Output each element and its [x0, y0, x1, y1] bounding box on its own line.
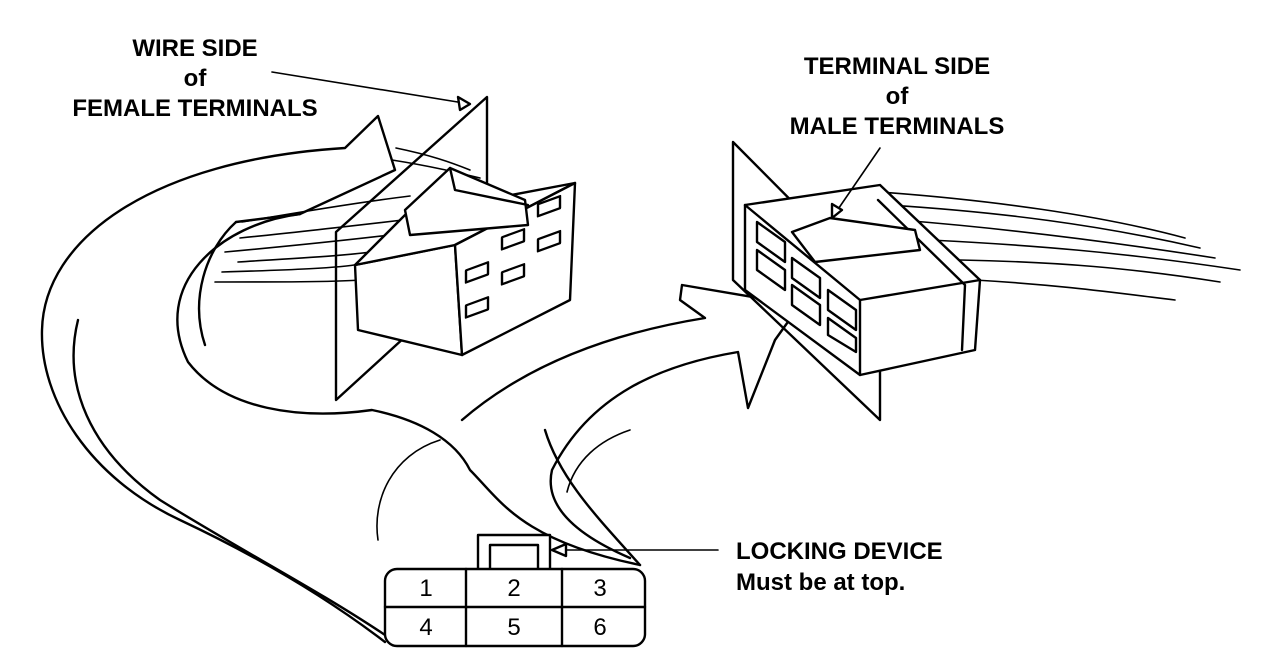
wire-side-line1: WIRE SIDE	[132, 35, 257, 62]
pin-2: 2	[507, 575, 520, 602]
terminal-side-line3: MALE TERMINALS	[790, 113, 1005, 140]
terminal-side-line1: TERMINAL SIDE	[804, 53, 990, 80]
arrow-to-female-connector	[40, 114, 642, 644]
wire-side-line3: FEMALE TERMINALS	[72, 95, 317, 122]
locking-device-line1: LOCKING DEVICE	[736, 538, 943, 565]
pin-3: 3	[593, 575, 606, 602]
locking-device-label: LOCKING DEVICE Must be at top.	[736, 538, 943, 596]
male-locking-tab	[790, 216, 922, 264]
pin-5: 5	[507, 614, 520, 641]
wire-side-leader	[271, 71, 471, 105]
pinout-face-view: 1 2 3 4 5 6	[383, 533, 647, 648]
pin-6: 6	[593, 614, 606, 641]
leader-lines	[271, 71, 881, 558]
male-connector	[731, 140, 1241, 422]
locking-device-line2: Must be at top.	[736, 569, 905, 596]
female-connector	[214, 95, 577, 402]
female-locking-tab	[403, 166, 530, 237]
terminal-side-line2: of	[886, 83, 910, 110]
male-terminal-cavities	[755, 220, 858, 354]
pinout-lock-inner	[488, 543, 540, 569]
pin-1: 1	[419, 575, 432, 602]
pin-4: 4	[419, 614, 432, 641]
wire-side-line2: of	[184, 65, 208, 92]
terminal-side-leader	[831, 147, 881, 219]
wire-side-label: WIRE SIDE of FEMALE TERMINALS	[72, 35, 317, 122]
female-terminal-cavities	[464, 194, 562, 319]
terminal-side-label: TERMINAL SIDE of MALE TERMINALS	[790, 53, 1005, 140]
